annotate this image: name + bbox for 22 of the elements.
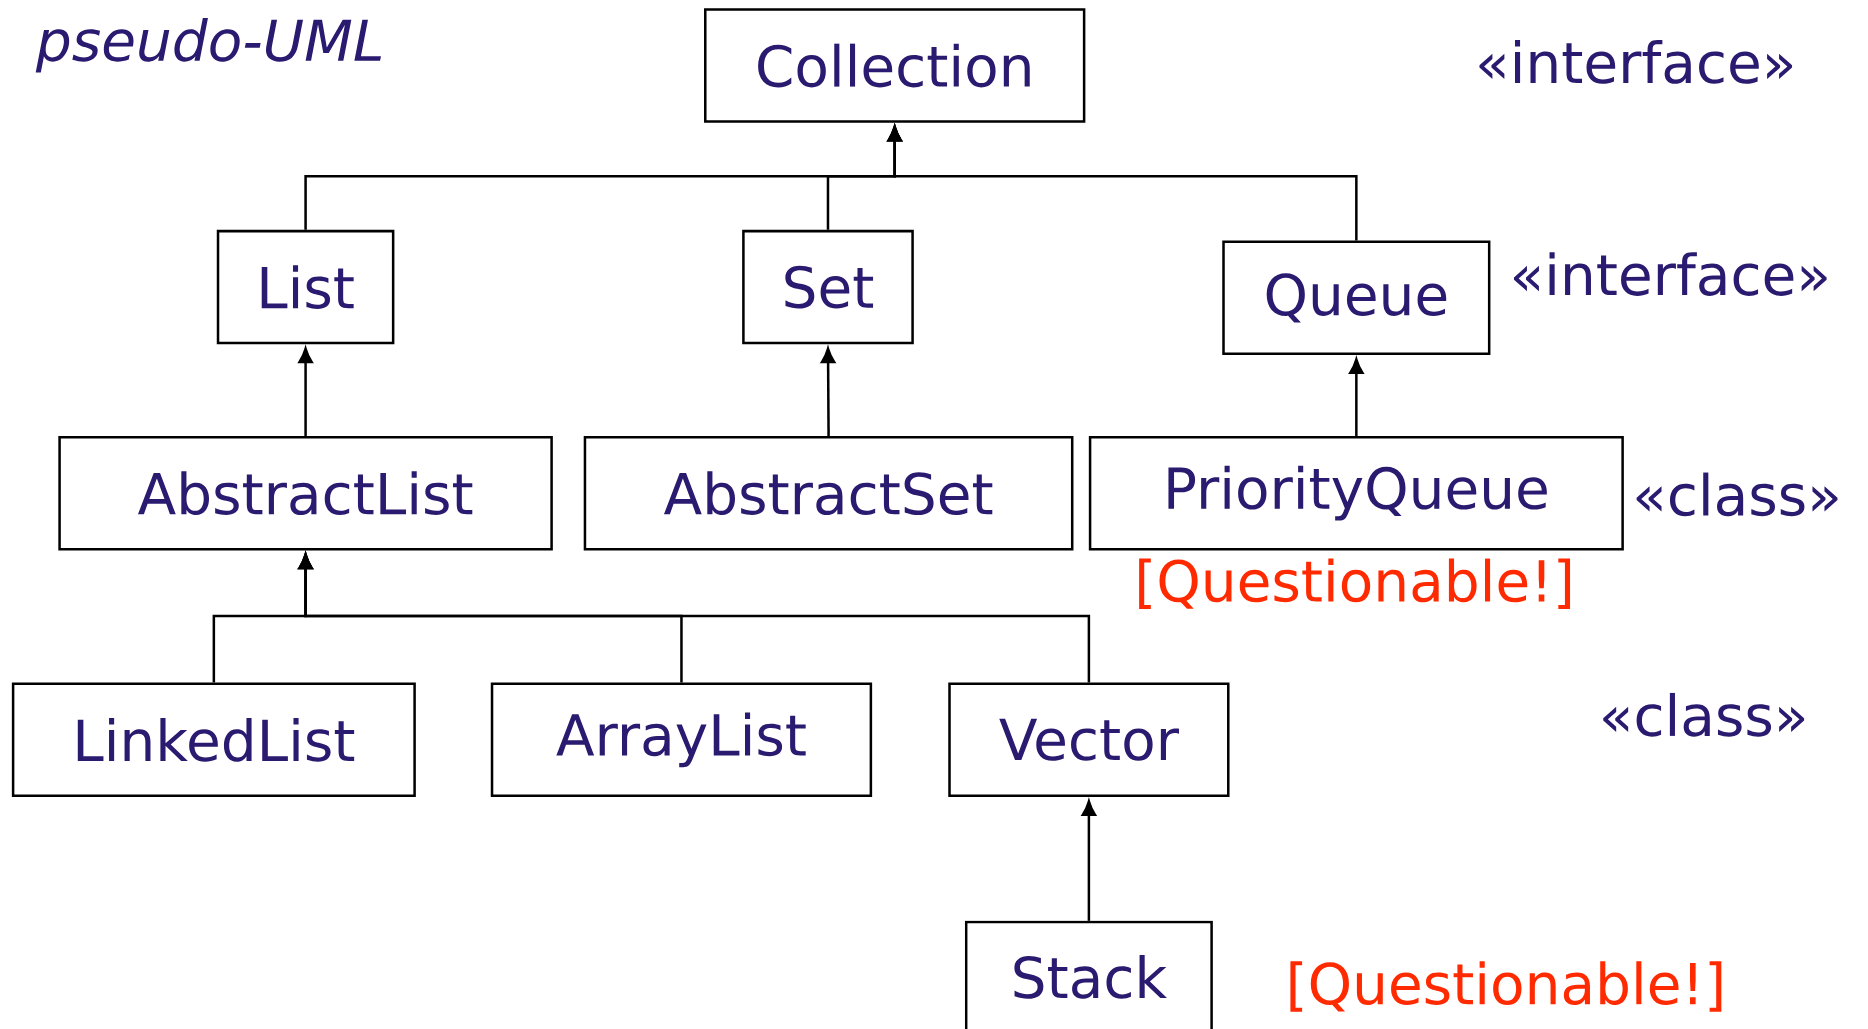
- diagram-title: pseudo-UML: [35, 17, 381, 73]
- class-box: List: [216, 229, 395, 345]
- stereotype-label: «class»: [1603, 692, 1805, 737]
- stereotype-label: «interface»: [1514, 252, 1827, 296]
- class-box: Queue: [1222, 240, 1491, 355]
- class-box: AbstractSet: [583, 435, 1074, 551]
- class-box: Collection: [704, 8, 1086, 123]
- inheritance-arrow: [298, 553, 1091, 683]
- inheritance-arrow: [1081, 800, 1097, 921]
- class-box: Set: [742, 229, 914, 345]
- class-box: Stack: [964, 920, 1213, 1029]
- inheritance-arrow: [1349, 358, 1364, 436]
- class-box: Vector: [948, 682, 1230, 797]
- class-box: PriorityQueue: [1088, 435, 1624, 551]
- class-box: LinkedList: [11, 682, 416, 797]
- inheritance-arrow: [820, 347, 836, 436]
- stereotype-label: «interface»: [1479, 39, 1793, 84]
- class-box: AbstractList: [58, 435, 553, 551]
- inheritance-arrow: [887, 125, 1358, 241]
- note-text: [Questionable!]: [1139, 558, 1571, 609]
- note-text: [Questionable!]: [1290, 961, 1722, 1012]
- class-box: ArrayList: [490, 682, 873, 797]
